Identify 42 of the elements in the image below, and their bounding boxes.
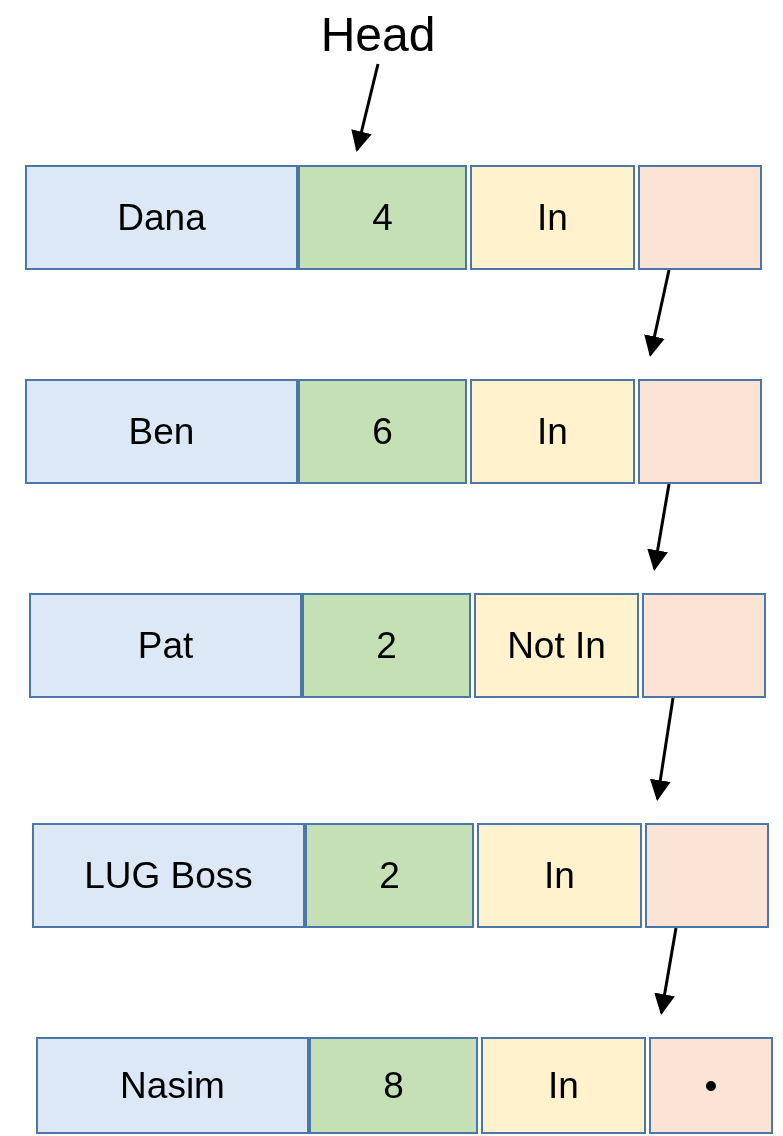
cell-text: • [704,1064,718,1107]
pointer-cell [638,165,762,270]
arrow [649,697,675,802]
cell-text: 6 [372,410,393,453]
cell-text: Pat [137,624,194,667]
status-cell [474,593,639,698]
cell-text: 8 [383,1064,404,1107]
pointer-cell [645,823,769,928]
cell-text: In [548,1064,579,1107]
cell-text: Dana [117,196,206,239]
cell-text: 2 [379,854,400,897]
cell-text: LUG Boss [84,854,253,897]
number-cell [302,593,471,698]
arrow [647,483,671,572]
number-cell [305,823,474,928]
status-cell [481,1037,646,1134]
status-cell [470,379,635,484]
cell-text: In [544,854,575,897]
head-label: Head [320,6,436,62]
name-cell [29,593,302,698]
cell-text: 4 [372,196,393,239]
arrow [644,269,671,358]
number-cell [298,379,467,484]
cell-text: In [537,410,568,453]
cell-text: Not In [507,624,606,667]
cell-text: In [537,196,568,239]
cell-text: Nasim [120,1064,225,1107]
pointer-cell [649,1037,773,1134]
cell-text: Ben [128,410,195,453]
name-cell [25,165,298,270]
number-cell [298,165,467,270]
name-cell [36,1037,309,1134]
pointer-cell [638,379,762,484]
number-cell [309,1037,478,1134]
cell-text: 2 [376,624,397,667]
name-cell [32,823,305,928]
name-cell [25,379,298,484]
pointer-cell [642,593,766,698]
arrow [351,63,380,153]
status-cell [470,165,635,270]
status-cell [477,823,642,928]
arrow [654,927,678,1016]
